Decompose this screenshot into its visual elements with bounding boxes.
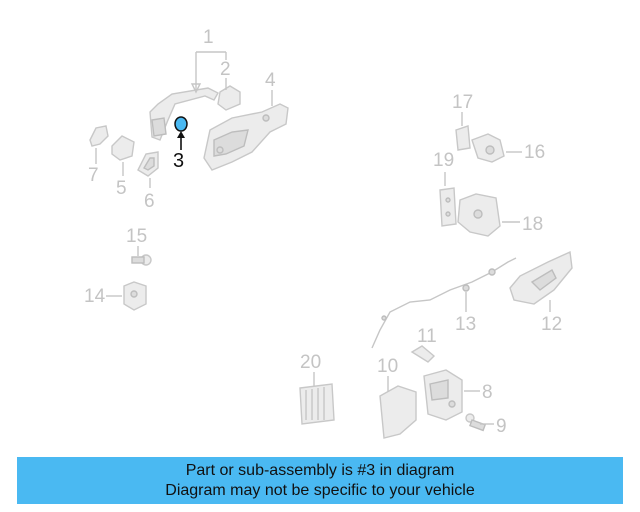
- label-part-4: 4: [265, 70, 276, 91]
- part-3-cap[interactable]: [174, 116, 188, 132]
- label-part-11: 11: [417, 326, 437, 347]
- part-14-bracket[interactable]: [123, 281, 147, 311]
- label-part-1: 1: [203, 27, 214, 48]
- part-4-handle-frame[interactable]: [203, 103, 289, 171]
- part-1-outer-handle[interactable]: [149, 87, 219, 141]
- part-20-grille[interactable]: [299, 383, 335, 425]
- label-part-12: 12: [541, 314, 562, 335]
- label-part-20: 20: [300, 352, 321, 373]
- label-part-14: 14: [84, 286, 106, 307]
- part-18-lower-hinge[interactable]: [457, 193, 501, 237]
- part-9-bolt[interactable]: [465, 413, 487, 432]
- part-17-plate[interactable]: [455, 125, 471, 151]
- label-part-13: 13: [455, 314, 476, 335]
- part-5-cap[interactable]: [111, 135, 135, 161]
- label-part-10: 10: [377, 356, 398, 377]
- label-part-7: 7: [88, 165, 99, 186]
- parts-diagram: 1 2 3 4 7 5 6 15: [84, 27, 573, 439]
- part-16-upper-hinge[interactable]: [471, 133, 505, 163]
- arrow-part-1: [190, 83, 202, 94]
- part-7-cover[interactable]: [89, 125, 109, 147]
- label-part-16: 16: [524, 142, 545, 163]
- part-6-gasket[interactable]: [137, 151, 159, 177]
- label-part-8: 8: [482, 382, 493, 403]
- part-12-inner-handle[interactable]: [509, 250, 573, 305]
- info-banner: Part or sub-assembly is #3 in diagram Di…: [17, 457, 623, 504]
- part-11-clip[interactable]: [410, 345, 436, 363]
- part-10-bracket[interactable]: [379, 385, 417, 439]
- label-part-18: 18: [522, 214, 543, 235]
- label-part-15: 15: [126, 226, 147, 247]
- part-15-screw[interactable]: [131, 254, 152, 266]
- label-part-19: 19: [433, 150, 454, 171]
- label-part-17: 17: [452, 92, 473, 113]
- label-part-2: 2: [220, 59, 231, 80]
- label-part-9: 9: [496, 416, 507, 437]
- arrow-part-3: [177, 131, 185, 138]
- banner-line-2: Diagram may not be specific to your vehi…: [165, 482, 475, 499]
- part-8-latch[interactable]: [423, 369, 463, 421]
- part-19-plate[interactable]: [439, 187, 457, 227]
- label-part-6: 6: [144, 191, 155, 212]
- label-part-5: 5: [116, 178, 127, 199]
- label-part-3: 3: [173, 150, 184, 172]
- banner-line-1: Part or sub-assembly is #3 in diagram: [185, 462, 455, 479]
- part-13-cable[interactable]: [371, 257, 517, 349]
- part-2-bracket[interactable]: [217, 85, 241, 111]
